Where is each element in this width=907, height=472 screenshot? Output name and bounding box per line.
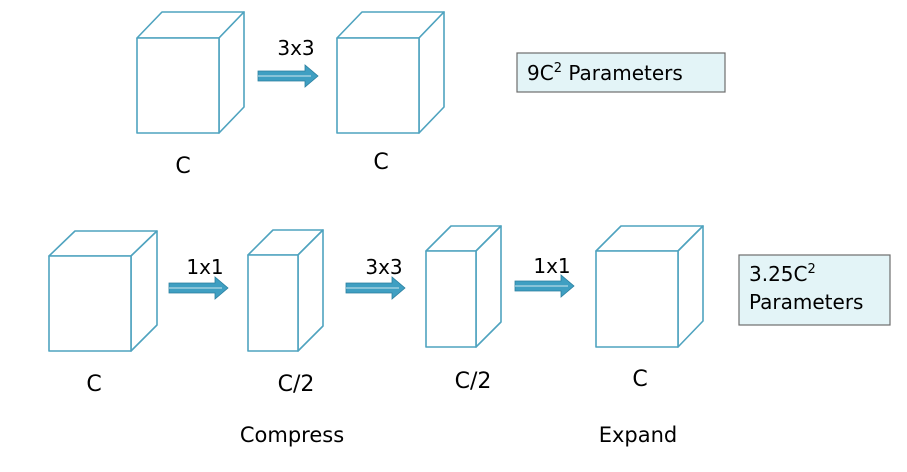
bottom-arrow-1-icon bbox=[168, 276, 229, 300]
top-arrow-label: 3x3 bbox=[277, 36, 314, 60]
top-right-cube bbox=[336, 11, 445, 134]
top-left-cube-label: C bbox=[175, 154, 190, 179]
bottom-params-sup: 2 bbox=[808, 262, 816, 277]
top-right-cube-label: C bbox=[373, 150, 388, 175]
top-params-box: 9C2 Parameters bbox=[516, 52, 726, 93]
bottom-cube-2 bbox=[247, 229, 324, 352]
bottom-cube-3-label: C/2 bbox=[455, 369, 492, 394]
bottom-arrow-3-label: 1x1 bbox=[533, 254, 570, 278]
bottom-cube-1 bbox=[48, 230, 158, 352]
top-params-text: 9C2 Parameters bbox=[527, 61, 683, 85]
bottom-arrow-2-label: 3x3 bbox=[365, 255, 402, 279]
bottom-cube-4-label: C bbox=[632, 367, 647, 392]
top-left-cube bbox=[136, 11, 245, 134]
bottom-params-box: 3.25C2 Parameters bbox=[738, 254, 891, 326]
bottom-arrow-2-icon bbox=[345, 276, 406, 300]
bottom-arrow-3-icon bbox=[514, 274, 575, 298]
top-params-prefix: 9C bbox=[527, 61, 554, 85]
bottom-cube-2-label: C/2 bbox=[278, 372, 315, 397]
top-arrow-icon bbox=[257, 64, 319, 88]
bottom-params-line-2: Parameters bbox=[749, 290, 863, 314]
top-params-suffix: Parameters bbox=[562, 61, 683, 85]
bottom-params-prefix: 3.25C bbox=[749, 262, 808, 286]
top-params-sup: 2 bbox=[554, 61, 562, 76]
compress-label: Compress bbox=[240, 423, 344, 447]
bottom-cube-4 bbox=[595, 225, 704, 348]
expand-label: Expand bbox=[599, 423, 678, 447]
bottom-cube-1-label: C bbox=[86, 372, 101, 397]
bottom-arrow-1-label: 1x1 bbox=[186, 255, 223, 279]
bottom-params-line-1: 3.25C2 bbox=[749, 262, 816, 286]
bottom-cube-3 bbox=[425, 225, 502, 348]
